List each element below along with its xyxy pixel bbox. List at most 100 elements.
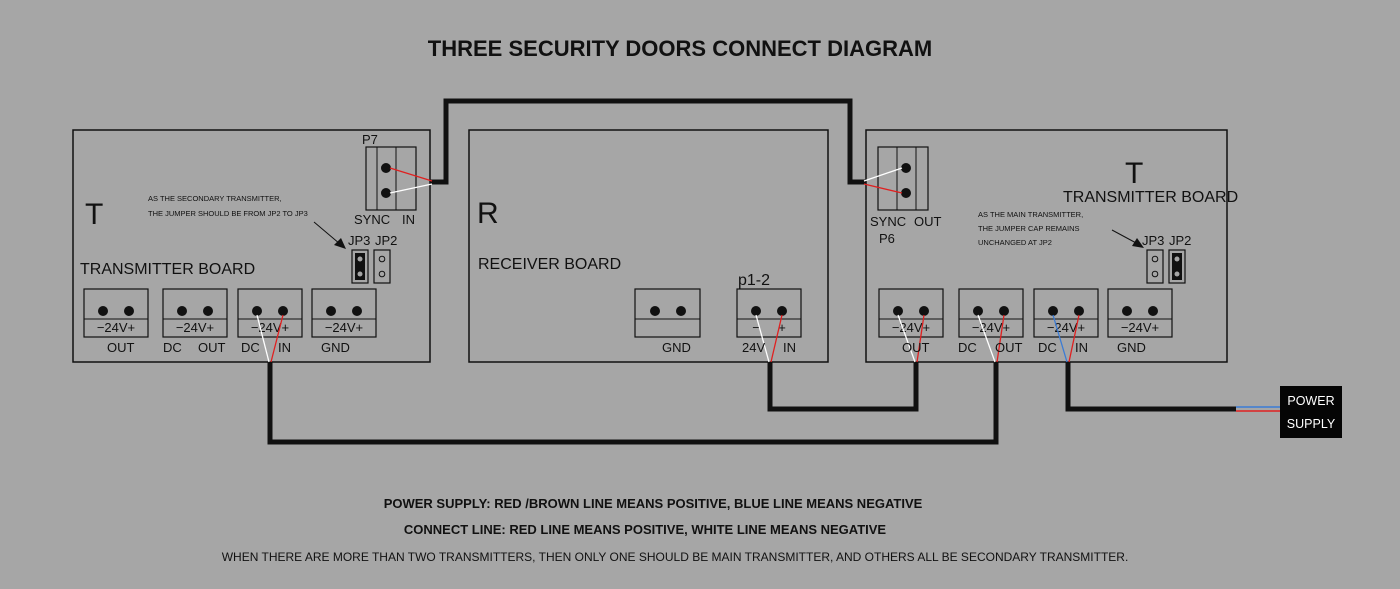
left-jp2 — [373, 249, 391, 284]
sync-wire-red — [389, 167, 433, 182]
receiver-board: R RECEIVER BOARD p1-2 − + GND 24V IN — [468, 129, 829, 363]
power-supply-body — [1280, 386, 1342, 438]
right-jp3-pin — [1151, 270, 1159, 278]
left-board-note-2: THE JUMPER SHOULD BE FROM JP2 TO JP3 — [148, 209, 308, 218]
left-jp3-pin — [357, 271, 363, 277]
power-supply-label-1: POWER — [1287, 394, 1334, 408]
wire-red — [996, 314, 1005, 363]
right-connector-name: P6 — [879, 231, 895, 246]
left-terminal-blocks: −24V+ −24V+ −24V+ −24V+ — [83, 288, 377, 363]
left-connector-name: P7 — [362, 132, 378, 147]
receiver-board-letter: R — [477, 197, 499, 230]
receiver-label-in: IN — [783, 340, 796, 355]
left-label-dc: DC — [163, 340, 182, 355]
receiver-label-gnd: GND — [662, 340, 691, 355]
right-label-in: IN — [1075, 340, 1088, 355]
power-supply-label-2: SUPPLY — [1287, 417, 1336, 431]
left-connector-pin-sync: SYNC — [354, 212, 390, 227]
p6-pin-1 — [901, 163, 911, 173]
left-terminal-gnd: −24V+ — [311, 288, 377, 338]
right-label-dc: DC — [958, 340, 977, 355]
right-terminal-out: −24V+ — [878, 288, 944, 363]
right-p6-connector — [863, 146, 929, 211]
left-board-name: TRANSMITTER BOARD — [80, 261, 255, 278]
receiver-label-24v: 24V — [742, 340, 765, 355]
left-board-note-1: AS THE SECONDARY TRANSMITTER, — [148, 194, 282, 203]
right-label-out: OUT — [995, 340, 1023, 355]
legend-power-supply: POWER SUPPLY: RED /BROWN LINE MEANS POSI… — [384, 496, 923, 511]
wire-red — [270, 314, 284, 363]
right-jumpers — [1146, 249, 1186, 284]
wire-white — [897, 314, 916, 363]
wire-blue — [1052, 314, 1068, 363]
power-supply-box: POWER SUPPLY — [1280, 386, 1342, 438]
right-connector-pin-sync: SYNC — [870, 214, 906, 229]
left-jumper-jp3-label: JP3 — [348, 233, 370, 248]
left-connector-pin-in: IN — [402, 212, 415, 227]
right-terminal-gnd: −24V+ — [1107, 288, 1173, 338]
terminal-marking-negative: − — [752, 320, 760, 335]
power-supply-cable — [1065, 362, 1236, 412]
left-label-out: OUT — [198, 340, 226, 355]
p6-body — [877, 146, 929, 211]
receiver-terminal-gnd — [634, 288, 701, 338]
right-board-note-1: AS THE MAIN TRANSMITTER, — [978, 210, 1083, 219]
terminal-marking-positive: + — [778, 320, 786, 335]
left-terminal-out: −24V+ — [83, 288, 149, 338]
wire-red — [1068, 314, 1080, 363]
wire-red — [916, 314, 925, 363]
terminal-marking: −24V+ — [176, 320, 214, 335]
receiver-board-name: RECEIVER BOARD — [478, 256, 621, 273]
terminal-marking: −24V+ — [972, 320, 1010, 335]
p7-pin-2 — [381, 188, 391, 198]
sync-cable — [430, 98, 866, 185]
terminal-marking: −24V+ — [892, 320, 930, 335]
right-label-gnd: GND — [1117, 340, 1146, 355]
right-connector-pin-out: OUT — [914, 214, 942, 229]
receiver-connector-name: p1-2 — [738, 272, 770, 289]
receiver-terminal-p1-2: − + — [736, 288, 802, 363]
long-connect-cable — [267, 362, 999, 445]
legend-note: WHEN THERE ARE MORE THAN TWO TRANSMITTER… — [222, 550, 1129, 564]
wire-white — [256, 314, 270, 363]
wire-white — [755, 314, 770, 363]
left-jp2-pin — [378, 255, 386, 263]
left-board-letter: T — [85, 198, 103, 231]
wire-white — [977, 314, 996, 363]
left-label-dc: DC — [241, 340, 260, 355]
left-label-gnd: GND — [321, 340, 350, 355]
legend: POWER SUPPLY: RED /BROWN LINE MEANS POSI… — [222, 496, 1129, 564]
p6-pin-2 — [901, 188, 911, 198]
left-terminal-dc-out: −24V+ — [162, 288, 228, 338]
left-jp3-pin — [357, 256, 363, 262]
right-transmitter-board: T TRANSMITTER BOARD AS THE MAIN TRANSMIT… — [863, 129, 1238, 363]
right-jumper-jp2-label: JP2 — [1169, 233, 1191, 248]
left-jp2-pin — [378, 270, 386, 278]
left-note-arrowhead — [334, 238, 346, 249]
right-jp2-cap — [1172, 253, 1182, 280]
wire-red — [770, 314, 783, 363]
left-note-arrow — [313, 221, 341, 245]
right-terminal-dc-in: −24V+ — [1033, 288, 1099, 363]
legend-connect-line: CONNECT LINE: RED LINE MEANS POSITIVE, W… — [404, 522, 887, 537]
right-note-arrow — [1111, 229, 1139, 245]
left-transmitter-board: T TRANSMITTER BOARD AS THE SECONDARY TRA… — [72, 129, 433, 363]
cables — [267, 98, 1236, 445]
right-jp2-pin — [1174, 271, 1180, 277]
terminal-marking: −24V+ — [325, 320, 363, 335]
sync-wire-red — [863, 183, 903, 194]
power-supply-leads — [1236, 406, 1280, 412]
p7-body — [365, 146, 417, 211]
left-jumpers — [351, 249, 391, 284]
right-jp3 — [1146, 249, 1164, 284]
sync-wire-white — [863, 167, 903, 182]
left-jp3-cap — [355, 253, 365, 280]
receiver-connect-cable — [767, 362, 919, 412]
right-label-out: OUT — [902, 340, 930, 355]
left-terminal-dc-in: −24V+ — [237, 288, 303, 363]
terminal-marking: −24V+ — [97, 320, 135, 335]
right-board-name: TRANSMITTER BOARD — [1063, 189, 1238, 206]
left-jumper-jp2-label: JP2 — [375, 233, 397, 248]
